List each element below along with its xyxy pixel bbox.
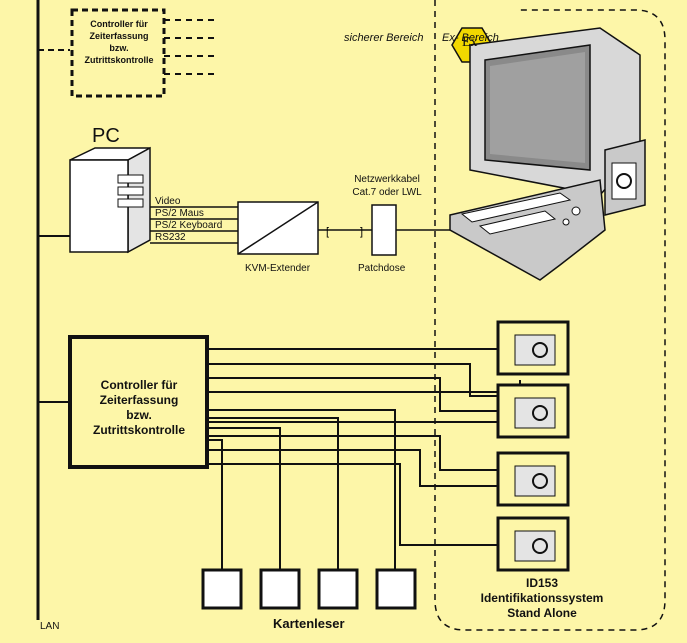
id153-readers — [496, 320, 570, 572]
kvm-extender-label: KVM-Extender — [245, 263, 311, 274]
svg-text:[: [ — [326, 226, 329, 238]
pc-tower-icon — [69, 146, 151, 254]
sicherer-bereich-label: sicherer Bereich — [344, 32, 424, 44]
rs232-label: RS232 — [155, 232, 186, 243]
kvm-extender-icon — [237, 201, 319, 255]
controller-small-label: Controller für Zeiterfassung bzw. Zutrit… — [84, 19, 154, 65]
patchdose-label: Patchdose — [358, 263, 406, 274]
controller-big-box — [68, 335, 209, 469]
ps2-keyboard-label: PS/2 Keyboard — [155, 220, 223, 231]
netzwerkkabel-label: Netzwerkkabel Cat.7 oder LWL — [352, 174, 422, 198]
ps2-maus-label: PS/2 Maus — [155, 208, 204, 219]
lan-label: LAN — [40, 621, 60, 632]
kartenleser-label: Kartenleser — [273, 616, 345, 631]
terminal-icon — [449, 27, 646, 281]
id153-label: ID153 Identifikationssystem Stand Alone — [480, 576, 604, 620]
card-reader-icon — [201, 568, 417, 610]
ex-symbol-text: Ex — [462, 35, 478, 50]
video-label: Video — [155, 196, 181, 207]
svg-text:]: ] — [360, 226, 363, 238]
controller-big-label: Controller für Zeiterfassung bzw. Zutrit… — [93, 378, 185, 437]
ex-zone-boundary — [434, 0, 666, 631]
controller-small-box — [70, 8, 166, 98]
patchdose-icon — [371, 204, 397, 256]
pc-label: PC — [92, 125, 120, 147]
ex-bereich-label: Ex- Bereich — [442, 32, 499, 44]
